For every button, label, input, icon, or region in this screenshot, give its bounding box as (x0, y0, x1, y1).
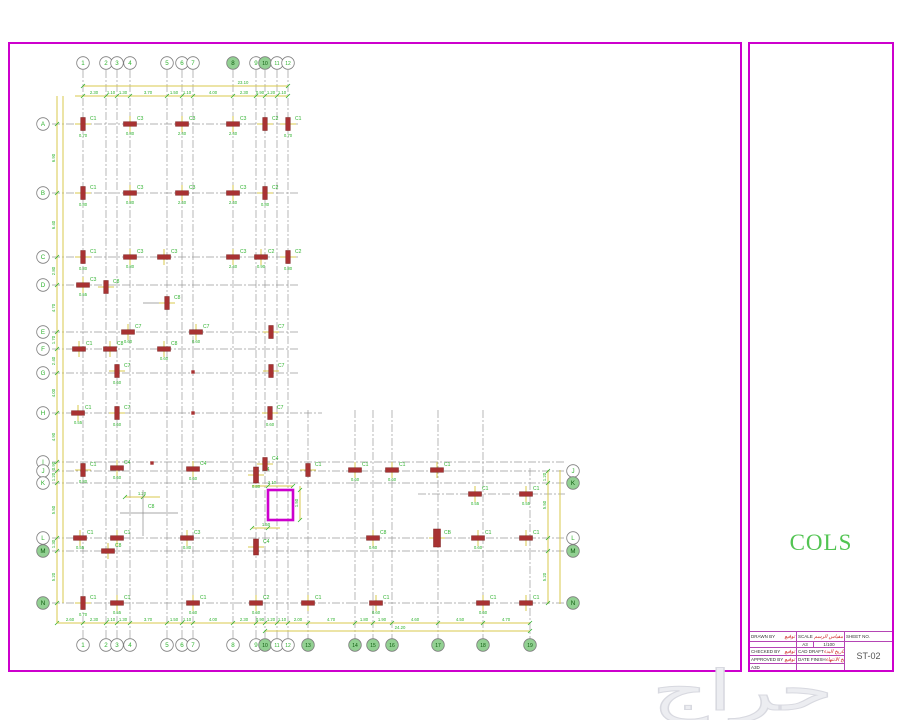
drawn-by-signature: توقيع (784, 633, 795, 640)
note-cell: A3D (750, 664, 797, 670)
scale-arabic: مقياس الرسم (814, 633, 843, 640)
title-block: DRAWN BY توقيع SCALE مقياس الرسم SHEET N… (750, 631, 892, 670)
paper-note: A3D (751, 664, 760, 670)
approved-by-signature: توقيع (784, 656, 795, 663)
drawn-by-cell: DRAWN BY توقيع (750, 632, 797, 642)
approved-by-label: APPROVED BY (751, 657, 784, 662)
checked-by-signature: توقيع (784, 648, 795, 655)
checked-by-cell: CHECKED BY توقيع (750, 648, 797, 656)
date-finish-cell: DATE FINISH تاريخ الانتهاء (797, 656, 845, 664)
drawn-by-label: DRAWN BY (751, 634, 776, 639)
empty-cell (797, 664, 845, 670)
spacer-cell (750, 642, 797, 648)
scale-value-cell: 1/100 (814, 642, 845, 648)
date-finish-label: DATE FINISH (798, 657, 826, 662)
date-finish-arabic: تاريخ الانتهاء (825, 656, 845, 663)
scale-label: SCALE (798, 634, 813, 639)
sheet-title: COLS (789, 530, 853, 555)
sheet-no-label: SHEET NO. (846, 634, 871, 639)
checked-by-label: CHECKED BY (751, 649, 781, 654)
sheet-number: ST-02 (856, 651, 881, 661)
paper-size-cell: A3 (797, 642, 814, 648)
cad-draft-arabic: تاريخ البدء (823, 648, 845, 655)
sheet-no-label-cell: SHEET NO. (845, 632, 892, 642)
scale-cell: SCALE مقياس الرسم (797, 632, 845, 642)
drawing-frame-border (8, 42, 742, 672)
paper-size: A3 (802, 642, 808, 647)
scale-value: 1/100 (823, 642, 835, 647)
cad-draft-label: CAD DRAFT (798, 649, 824, 654)
approved-by-cell: APPROVED BY توقيع (750, 656, 797, 664)
cad-draft-cell: CAD DRAFT تاريخ البدء (797, 648, 845, 656)
title-panel: COLS DRAWN BY توقيع SCALE مقياس الرسم SH… (748, 42, 894, 672)
